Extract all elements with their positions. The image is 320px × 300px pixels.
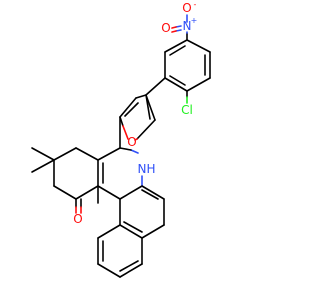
bond-layer xyxy=(31,14,211,278)
bond xyxy=(75,147,99,161)
ketone-oxygen-label: O xyxy=(73,212,82,226)
bond xyxy=(141,189,159,200)
bond xyxy=(171,26,177,29)
bond xyxy=(141,185,165,200)
molecule-structure: N + O - O Cl O N H O xyxy=(31,0,211,278)
furan-oxygen-label: O xyxy=(127,135,136,149)
bond xyxy=(145,94,151,120)
bond xyxy=(97,263,121,278)
bond xyxy=(145,77,166,96)
nitro-oxygen-side-label: O xyxy=(161,21,170,35)
bond xyxy=(135,94,147,99)
bond xyxy=(53,147,77,161)
bond xyxy=(119,260,139,272)
bond xyxy=(119,185,143,200)
bond xyxy=(141,224,165,239)
bond xyxy=(97,185,121,200)
bond xyxy=(175,29,182,32)
bond xyxy=(175,25,182,28)
bond xyxy=(119,224,143,239)
bond xyxy=(119,97,137,118)
bond xyxy=(169,45,186,56)
bond xyxy=(164,77,188,92)
bond xyxy=(119,147,132,151)
bond xyxy=(134,138,138,141)
bond xyxy=(75,185,99,200)
bond xyxy=(31,159,55,173)
chlorine-label: Cl xyxy=(181,103,193,117)
bond xyxy=(169,75,186,86)
bond xyxy=(164,39,188,53)
bond xyxy=(124,102,139,117)
atom-labels: N + O - O Cl O N H O xyxy=(73,0,197,226)
bond xyxy=(97,147,121,161)
bond xyxy=(53,185,77,200)
nitro-oxygen-charge: - xyxy=(194,0,197,9)
bond xyxy=(136,119,156,140)
bond xyxy=(171,30,177,33)
amine-nitrogen-label: N xyxy=(138,162,147,176)
bond xyxy=(31,147,55,161)
nitro-nitrogen-charge: + xyxy=(191,16,198,25)
bond xyxy=(186,77,211,92)
bond xyxy=(186,39,211,53)
bond xyxy=(123,221,143,233)
nitro-nitrogen-label: N xyxy=(183,19,192,33)
amine-hydrogen-label: H xyxy=(146,162,155,176)
bond xyxy=(97,224,121,239)
bond xyxy=(130,149,139,154)
bond xyxy=(119,263,143,278)
nitro-oxygen-top-label: O xyxy=(182,1,191,15)
bond xyxy=(122,125,129,140)
